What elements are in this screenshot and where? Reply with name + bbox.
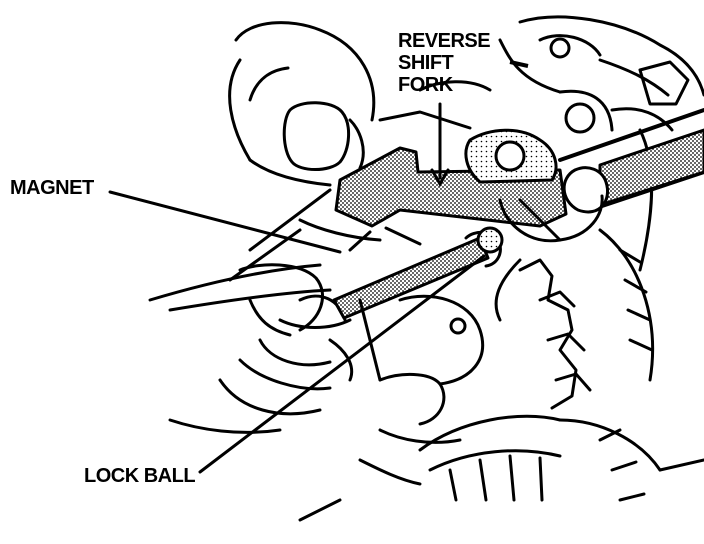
magnet-leader [108, 190, 342, 254]
reverse-shift-fork-label: REVERSE SHIFT FORK [398, 30, 491, 96]
reverse-shift-fork-label-line3: FORK [398, 74, 453, 96]
upper-hand [228, 21, 376, 187]
reverse-shift-fork [334, 128, 604, 243]
center-housing [298, 218, 485, 444]
lower-hand [148, 263, 354, 434]
transmission-case [498, 15, 704, 272]
reverse-shift-fork-label-line1: REVERSE [398, 30, 491, 52]
reverse-shift-fork-arrowhead [430, 168, 450, 188]
lock-ball-leader [198, 254, 486, 474]
direction-mark [509, 60, 529, 68]
shift-rail [558, 108, 704, 214]
magnet-label: MAGNET [10, 177, 94, 199]
gear-cluster [418, 228, 704, 502]
lock-ball-label: LOCK BALL [84, 465, 196, 487]
lock-ball [476, 226, 504, 254]
reverse-shift-fork-label-line2: SHIFT [398, 52, 454, 74]
